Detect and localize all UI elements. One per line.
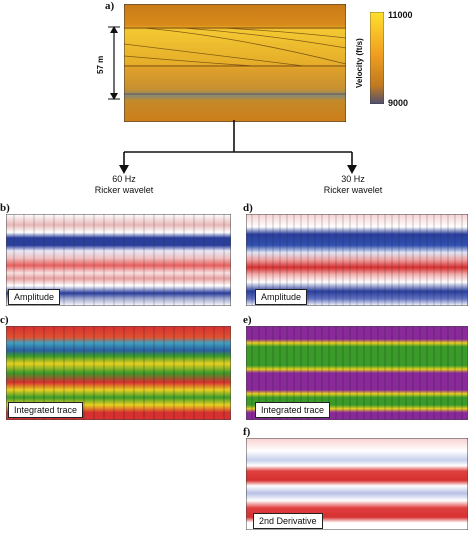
panel-b-label: b) (0, 202, 10, 214)
left-branch-wavelet: Ricker wavelet (94, 185, 154, 195)
right-branch-wavelet: Ricker wavelet (323, 185, 383, 195)
panel-d-label: d) (243, 202, 253, 214)
thickness-label: 57 m (96, 55, 105, 74)
thickness-arrow (108, 26, 120, 100)
right-branch-label: 30 Hz Ricker wavelet (313, 174, 393, 196)
panel-e-label: e) (243, 314, 252, 326)
amplitude-30hz-tag: Amplitude (255, 289, 308, 305)
second-derivative-tag: 2nd Derivative (253, 513, 323, 529)
right-branch-freq: 30 Hz (341, 174, 365, 184)
panel-c-label: c) (0, 314, 9, 326)
velocity-colorbar (370, 12, 384, 104)
panel-f-label: f) (243, 426, 251, 438)
integrated-trace-30hz-tag: Integrated trace (255, 402, 331, 418)
colorbar-max: 11000 (388, 10, 413, 20)
panel-a-label: a) (105, 0, 115, 12)
left-branch-freq: 60 Hz (112, 174, 136, 184)
integrated-trace-60hz-tag: Integrated trace (8, 402, 84, 418)
branch-connector (119, 120, 357, 174)
velocity-model-panel (124, 4, 346, 122)
colorbar-min: 9000 (388, 98, 409, 108)
left-branch-label: 60 Hz Ricker wavelet (84, 174, 164, 196)
amplitude-60hz-tag: Amplitude (8, 289, 61, 305)
colorbar-title: Velocity (ft/s) (355, 38, 364, 88)
